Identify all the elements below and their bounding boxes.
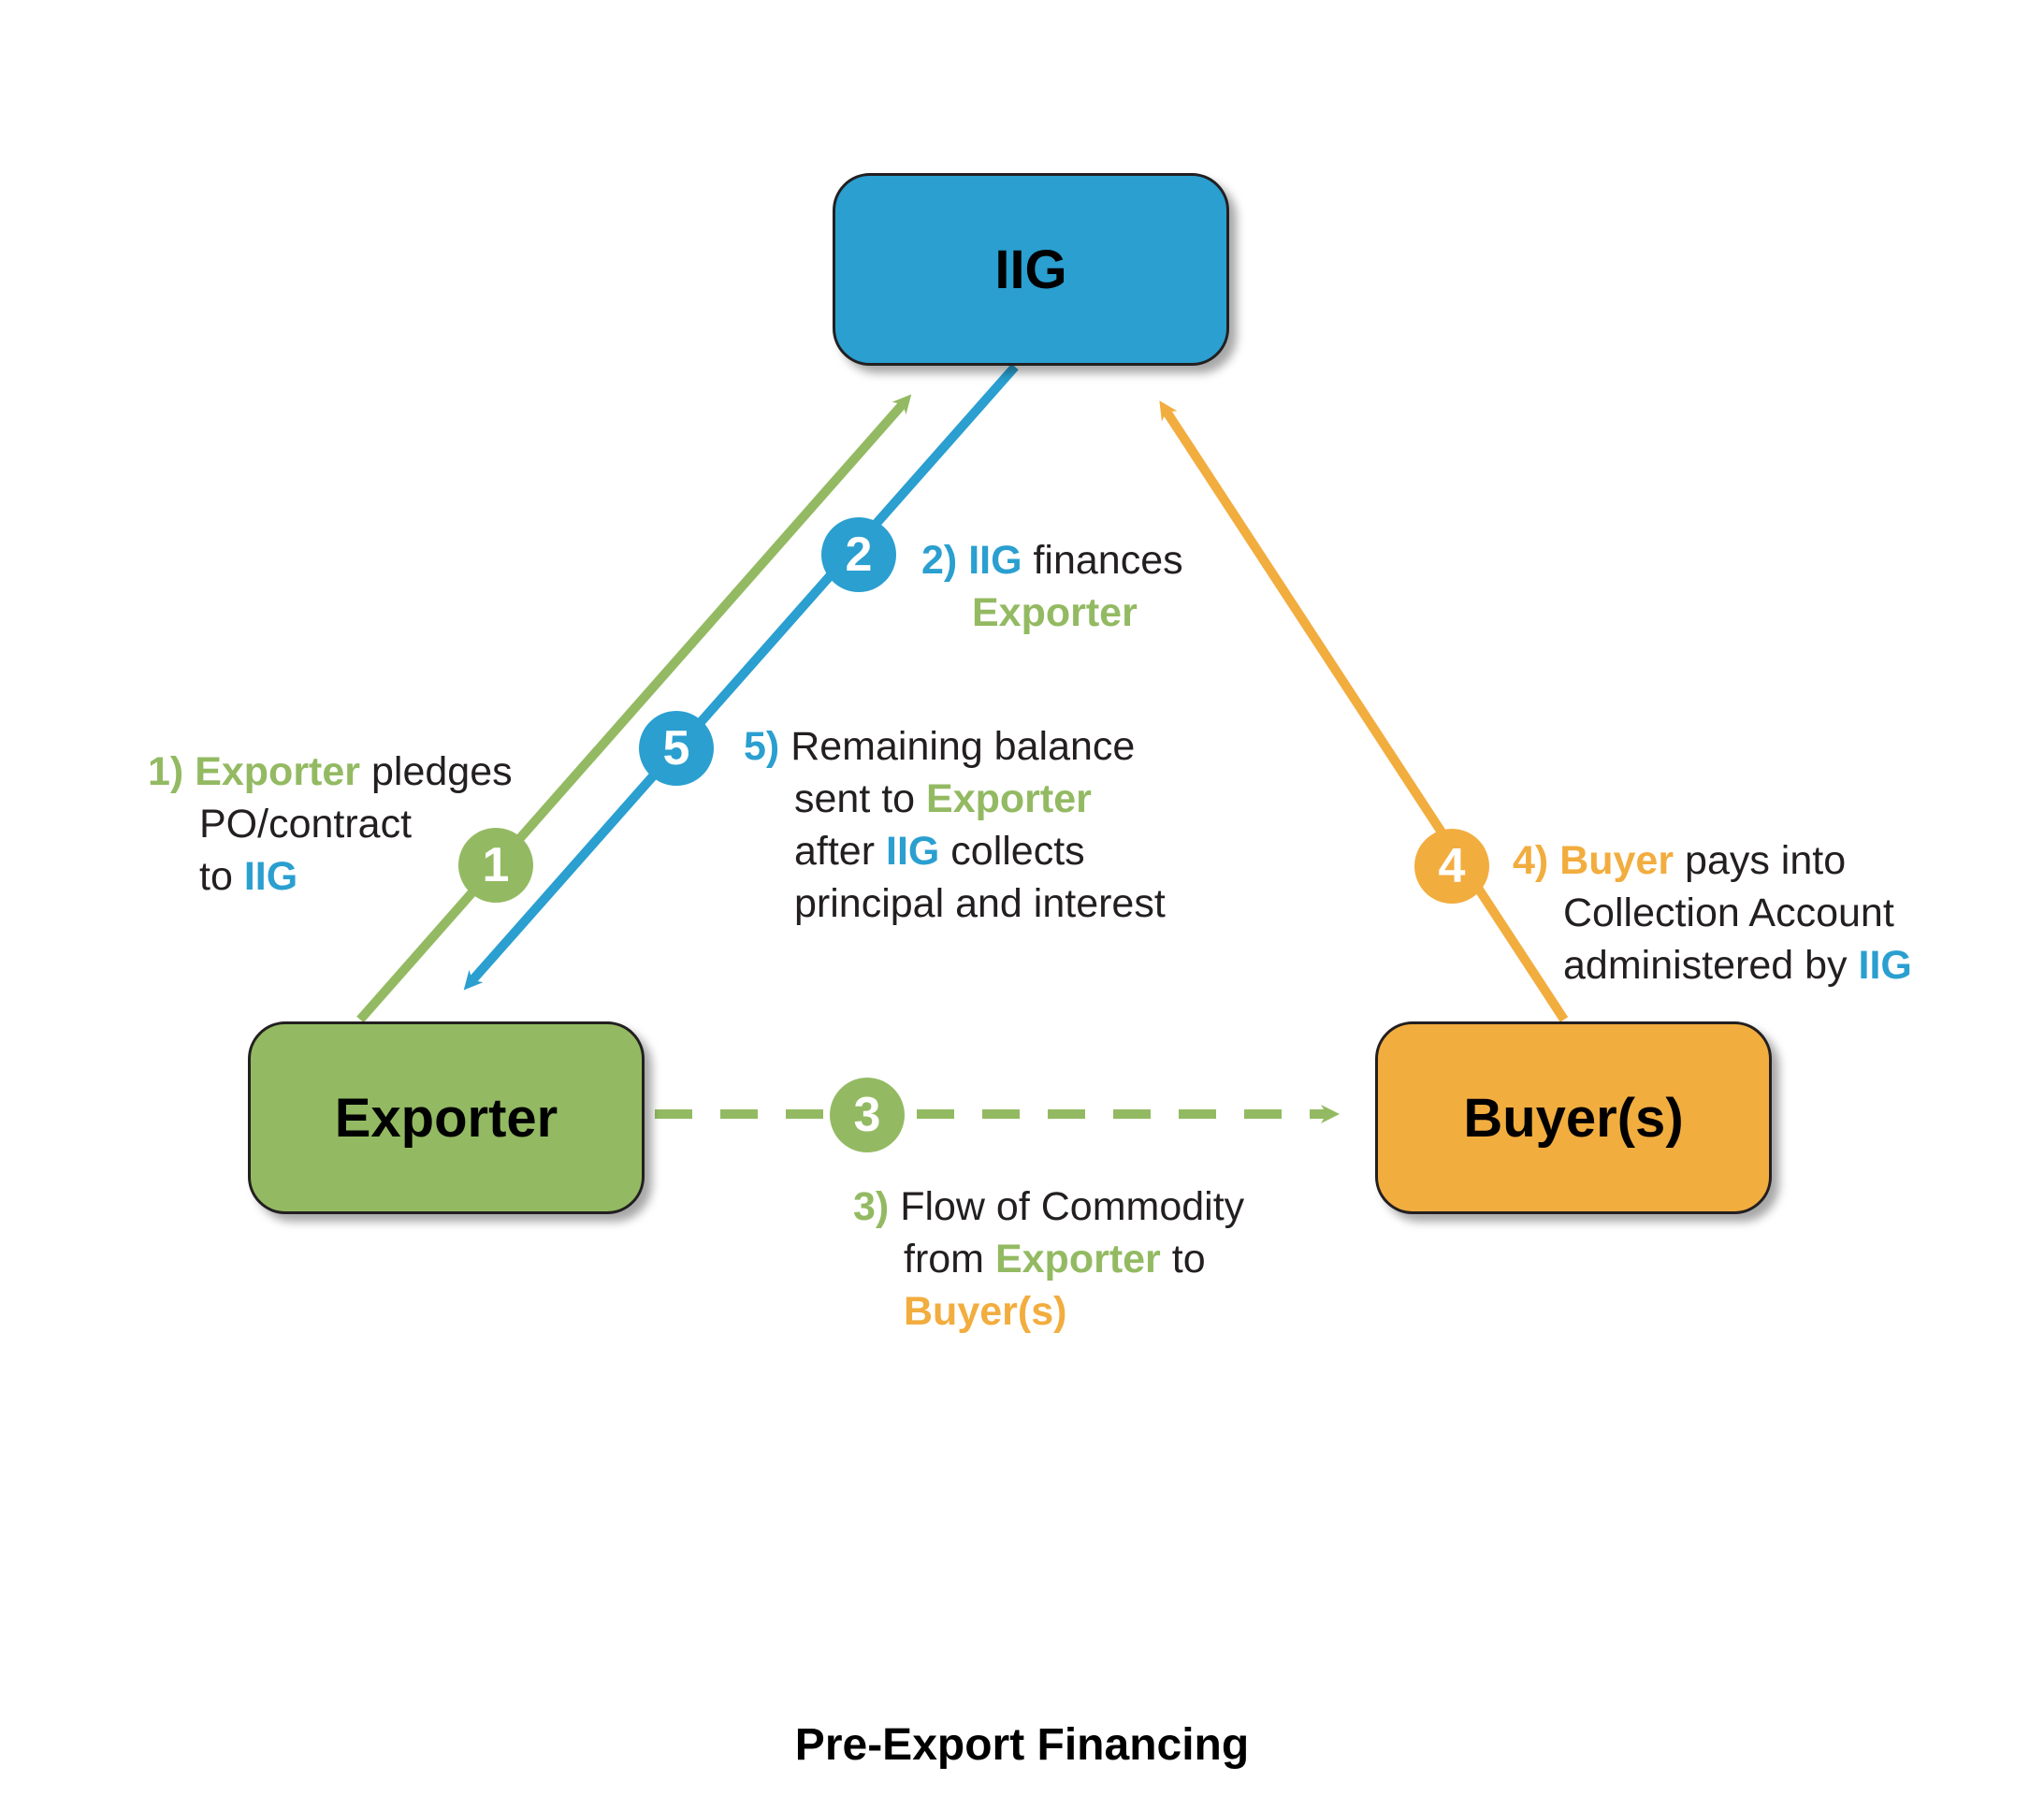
step-1-text-a: pledges xyxy=(360,749,513,794)
step-2-text: finances xyxy=(1022,538,1183,583)
step-3-exporter: Exporter xyxy=(994,1237,1161,1281)
step-3-buyers: Buyer(s) xyxy=(904,1289,1067,1334)
step-1-badge: 1 xyxy=(458,828,533,903)
step-4-text-b: Collection Account xyxy=(1563,891,1894,935)
step-5-note: 5) Remaining balance sent to Exporter af… xyxy=(744,720,1166,930)
step-4-prefix: 4) xyxy=(1513,838,1549,883)
step-5-text-e: principal and interest xyxy=(794,881,1166,926)
buyers-node: Buyer(s) xyxy=(1375,1021,1772,1214)
step-3-text-a: Flow of Commodity xyxy=(900,1184,1245,1229)
exporter-node: Exporter xyxy=(248,1021,645,1214)
step-3-note: 3) Flow of Commodity from Exporter to Bu… xyxy=(853,1180,1244,1338)
step-5-text-d: collects xyxy=(939,829,1085,874)
step-4-text-a: pays into xyxy=(1674,838,1847,883)
step-2-iig: IIG xyxy=(968,538,1022,583)
step-3-text-b: from xyxy=(904,1237,995,1281)
step-1-text-b: PO/contract xyxy=(199,802,413,847)
step-4-buyer: Buyer xyxy=(1559,838,1674,883)
step-3-prefix: 3) xyxy=(853,1184,890,1229)
step-1-exporter: Exporter xyxy=(195,749,361,794)
diagram-title: Pre-Export Financing xyxy=(794,1720,1250,1770)
step-3-text-c: to xyxy=(1160,1237,1206,1281)
iig-node: IIG xyxy=(833,173,1229,366)
step-5-text-b: sent to xyxy=(794,776,927,821)
arrow-exporter-to-iig xyxy=(356,394,912,1023)
step-2-note: 2) IIG finances Exporter xyxy=(921,534,1183,639)
step-1-iig: IIG xyxy=(243,854,298,899)
step-5-exporter: Exporter xyxy=(926,776,1092,821)
arrow-iig-to-exporter xyxy=(463,363,1019,991)
step-4-text-c: administered by xyxy=(1563,943,1859,988)
arrow-buyer-to-iig xyxy=(1159,400,1569,1022)
step-4-badge: 4 xyxy=(1414,829,1489,904)
step-2-exporter: Exporter xyxy=(972,590,1138,635)
step-1-prefix: 1) xyxy=(148,749,184,794)
step-2-badge: 2 xyxy=(821,517,896,592)
step-4-iig: IIG xyxy=(1858,943,1912,988)
step-1-note: 1) Exporter pledges PO/contract to IIG xyxy=(148,746,513,903)
step-4-note: 4) Buyer pays into Collection Account ad… xyxy=(1513,834,1912,992)
step-1-text-c: to xyxy=(199,854,244,899)
step-3-badge: 3 xyxy=(830,1078,905,1152)
step-2-prefix: 2) xyxy=(921,538,958,583)
step-5-text-a: Remaining balance xyxy=(790,724,1136,769)
step-5-prefix: 5) xyxy=(744,724,780,769)
step-5-badge: 5 xyxy=(639,711,714,786)
step-5-text-c: after xyxy=(794,829,886,874)
step-5-iig: IIG xyxy=(886,829,940,874)
